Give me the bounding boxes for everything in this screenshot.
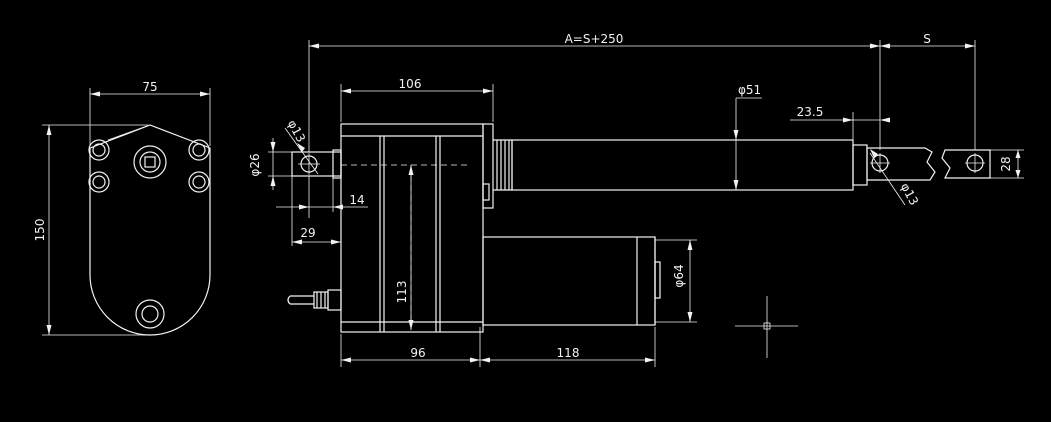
- mounting-hole-top-right: [188, 139, 210, 161]
- outer-tube: [511, 139, 854, 191]
- dim-housing-height-label: 113: [395, 281, 409, 304]
- dim-rear-clevis-diameter: φ26: [248, 138, 292, 190]
- drive-shaft: [133, 145, 167, 179]
- mounting-hole-mid-right: [188, 171, 210, 193]
- end-view-outline: [89, 124, 211, 336]
- dim-side-width: 75: [89, 80, 211, 146]
- end-view: 75 150: [33, 80, 211, 336]
- dim-motor-length-label: 118: [557, 346, 580, 360]
- dim-rear-clevis-width-label: 14: [349, 193, 364, 207]
- dim-rear-clevis-width: 14: [276, 176, 368, 246]
- tube-collar: [493, 139, 513, 191]
- cable-gland: [287, 289, 342, 311]
- dim-clevis-height-label: 28: [999, 156, 1013, 171]
- dim-clevis-offset: 23.5: [790, 105, 890, 144]
- ucs-cross-marker: [735, 296, 798, 358]
- dim-rear-clevis-depth-label: 29: [300, 226, 315, 240]
- dim-rear-hole-label: φ13: [285, 118, 308, 145]
- extended-clevis-hole: [965, 153, 985, 173]
- dim-rear-clevis-depth: 29: [292, 176, 342, 248]
- dim-side-width-label: 75: [142, 80, 157, 94]
- dim-clevis-height: 28: [990, 149, 1024, 179]
- dim-motor-diameter: φ64: [655, 239, 697, 323]
- dim-rod-diameter: φ51: [733, 83, 762, 190]
- rear-clevis-hole: [298, 153, 320, 175]
- mounting-hole-top-left: [88, 139, 110, 161]
- dim-front-hole-label: φ13: [898, 181, 921, 208]
- bottom-pivot-hole: [135, 299, 165, 329]
- dim-stroke-label: S: [923, 32, 931, 46]
- motor-body: [482, 236, 656, 326]
- dim-rear-clevis-diameter-label: φ26: [248, 153, 262, 176]
- dim-gearbox-length-label: 106: [399, 77, 422, 91]
- gearbox-housing: [340, 123, 484, 333]
- end-view-top-edge: [107, 124, 151, 141]
- dim-overall-length: A=S+250: [308, 32, 881, 152]
- dim-rod-diameter-label: φ51: [738, 83, 761, 97]
- front-clevis: [866, 147, 936, 181]
- front-clevis-hole: [870, 153, 890, 173]
- front-view: [287, 123, 991, 333]
- dim-gearbox-length: 106: [340, 77, 494, 122]
- gearbox-flange: [482, 123, 494, 209]
- dim-housing-length-label: 96: [410, 346, 425, 360]
- dim-stroke: S: [880, 32, 976, 150]
- dim-motor-diameter-label: φ64: [672, 264, 686, 287]
- dim-clevis-offset-label: 23.5: [797, 105, 824, 119]
- dim-front-hole: φ13: [869, 149, 921, 208]
- dim-motor-length: 118: [480, 327, 656, 367]
- inner-rod: [852, 144, 868, 186]
- mounting-hole-mid-left: [88, 171, 110, 193]
- dim-housing-length: 96: [340, 327, 481, 367]
- dim-side-height-label: 150: [33, 219, 47, 242]
- dim-housing-height: 113: [395, 165, 414, 330]
- dim-side-height: 150: [33, 124, 148, 336]
- dim-overall-length-label: A=S+250: [565, 32, 624, 46]
